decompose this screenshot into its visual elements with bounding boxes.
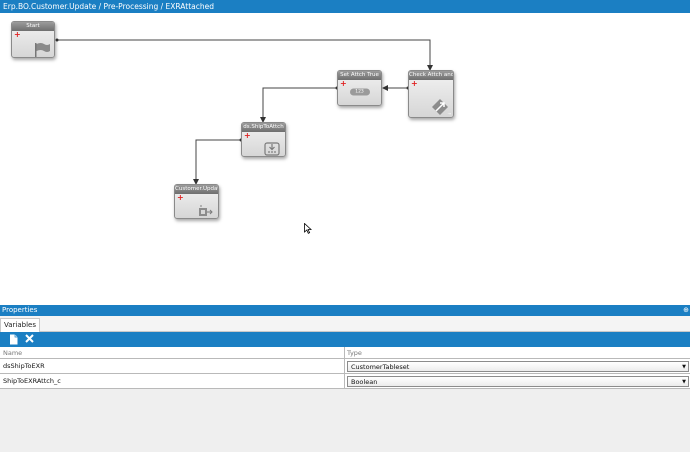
variable-type-select[interactable]: Boolean ▼ — [347, 376, 689, 387]
add-icon[interactable]: + — [177, 193, 184, 202]
node-label: Check Attch and R — [409, 71, 453, 80]
variables-grid: Name Type dsShipToEXR CustomerTableset ▼… — [0, 347, 690, 452]
variable-name[interactable]: ShipToEXRAttch_c — [3, 377, 61, 385]
node-set-attch-true[interactable]: Set Attch True + 123 — [337, 70, 382, 106]
add-icon[interactable]: + — [14, 30, 21, 39]
connector-ds-to-update — [193, 139, 241, 185]
chevron-down-icon[interactable]: ▼ — [682, 364, 686, 370]
connector-layer — [55, 38, 433, 185]
table-row[interactable]: ShipToEXRAttch_c Boolean ▼ — [0, 374, 690, 389]
selected-type: CustomerTableset — [351, 363, 410, 371]
add-icon[interactable]: + — [340, 79, 347, 88]
node-start[interactable]: Start + — [11, 21, 55, 58]
delete-icon[interactable] — [24, 334, 35, 345]
variables-toolbar — [0, 332, 690, 347]
add-icon[interactable]: + — [411, 79, 418, 88]
variable-name[interactable]: dsShipToEXR — [3, 362, 45, 370]
workflow-canvas[interactable]: Start + Set Attch True + 123 Check Attch… — [0, 13, 690, 305]
set-value-icon: 123 — [349, 88, 370, 96]
properties-title: Properties — [2, 306, 38, 314]
table-row[interactable]: dsShipToEXR CustomerTableset ▼ — [0, 359, 690, 374]
variable-type-select[interactable]: CustomerTableset ▼ — [347, 361, 689, 372]
properties-panel-header: Properties ⊕ — [0, 305, 690, 316]
chevron-down-icon[interactable]: ▼ — [682, 379, 686, 385]
node-label: ds.ShipToAttch — [242, 123, 285, 132]
connector-start-to-check — [57, 39, 433, 71]
breadcrumb: Erp.BO.Customer.Update / Pre-Processing … — [0, 0, 690, 13]
selected-type: Boolean — [351, 378, 378, 386]
node-label: Start — [12, 22, 54, 31]
add-icon[interactable]: + — [244, 131, 251, 140]
node-ds-shiptoattch[interactable]: ds.ShipToAttch + — [241, 122, 286, 157]
pin-icon[interactable]: ⊕ — [683, 306, 689, 314]
column-header-name[interactable]: Name — [3, 349, 23, 357]
column-divider — [344, 347, 345, 389]
node-customer-update[interactable]: Customer.Update + — [174, 184, 219, 219]
new-document-icon[interactable] — [8, 334, 19, 345]
column-header-type[interactable]: Type — [347, 349, 362, 357]
next-arrow: → — [447, 111, 451, 116]
node-label: Customer.Update — [175, 185, 218, 194]
grid-header: Name Type — [0, 347, 690, 359]
tab-variables[interactable]: Variables — [0, 318, 40, 332]
properties-tabs: Variables — [0, 316, 690, 332]
node-check-attch[interactable]: Check Attch and R + → — [408, 70, 454, 118]
node-label: Set Attch True — [338, 71, 381, 80]
connector-set-to-ds — [260, 87, 337, 123]
